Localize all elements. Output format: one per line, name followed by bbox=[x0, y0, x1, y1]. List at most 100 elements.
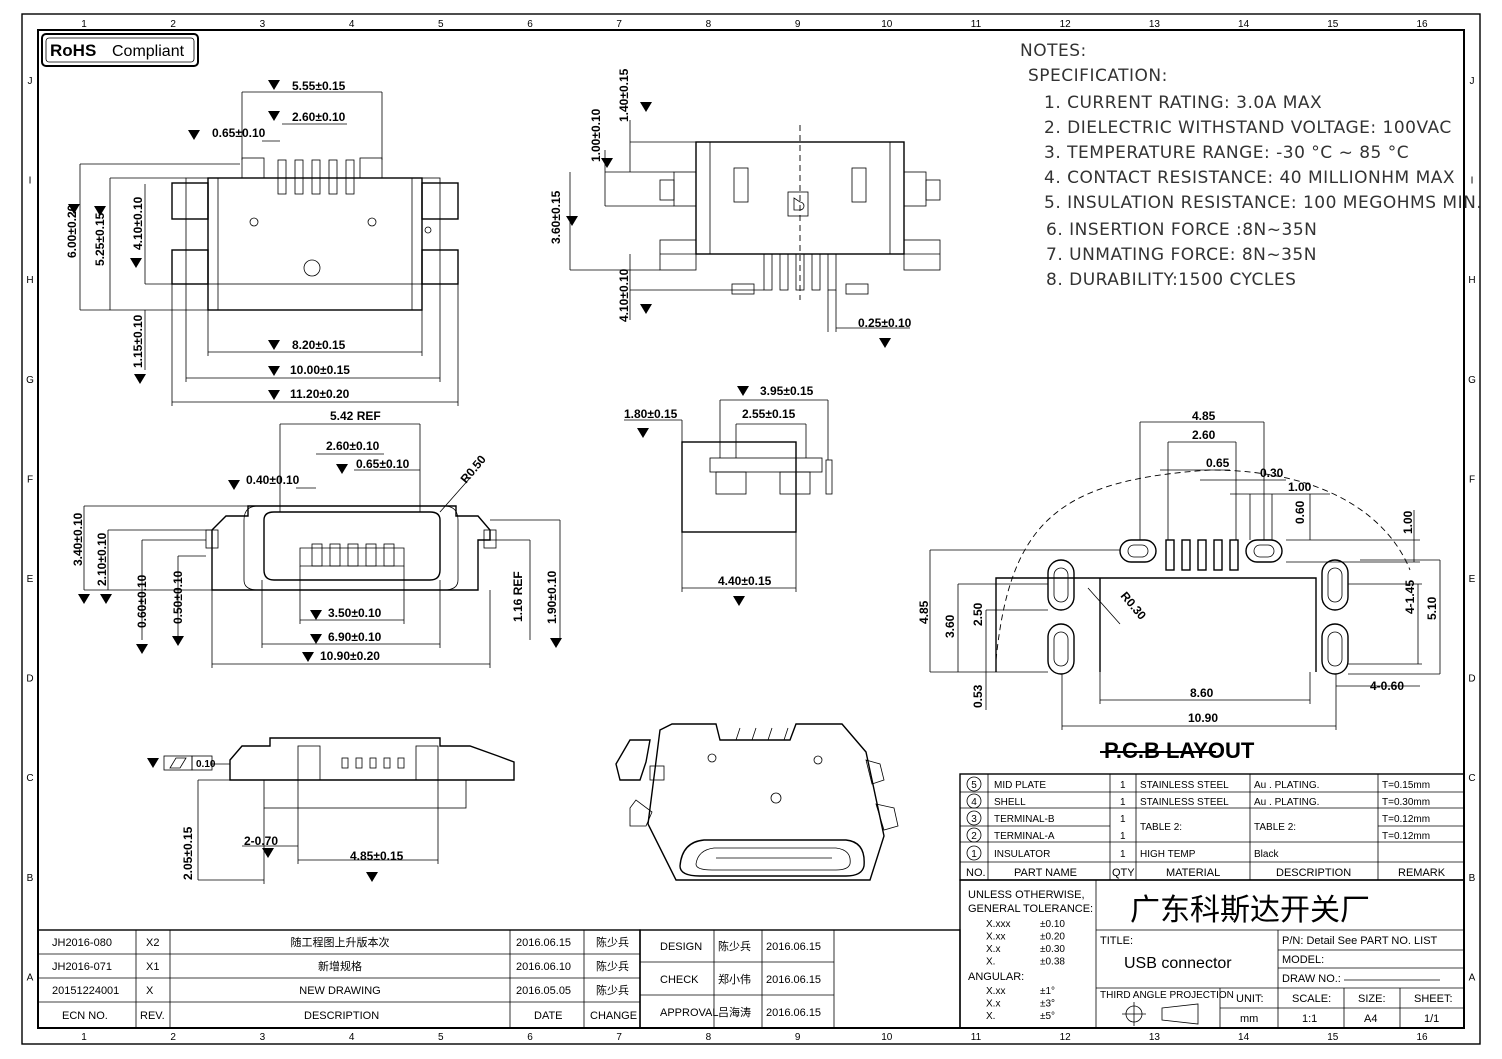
note-item: 6. INSERTION FORCE :8N~35N bbox=[1046, 220, 1317, 240]
part-number: P/N: Detail See PART NO. LIST bbox=[1282, 935, 1438, 947]
grid-col-bottom: 12 bbox=[1060, 1032, 1072, 1043]
bom-description: Au . PLATING. bbox=[1254, 780, 1319, 791]
tol-ang-label: X. bbox=[986, 1011, 995, 1022]
dim-0-10: 0.10 bbox=[196, 759, 216, 770]
dim-0-50: 0.50±0.10 bbox=[171, 570, 185, 624]
rohs-text: RoHS bbox=[50, 41, 96, 60]
dim-0-65: 0.65±0.10 bbox=[212, 126, 266, 140]
bom-material: STAINLESS STEEL bbox=[1140, 797, 1229, 808]
grid-col-top: 16 bbox=[1416, 19, 1428, 30]
grid-col-top: 7 bbox=[616, 19, 622, 30]
grid-col-bottom: 9 bbox=[795, 1032, 801, 1043]
front-view: 5.42 REF 2.60±0.10 0.65±0.10 0.40±0.10 R… bbox=[71, 409, 562, 668]
isometric-view bbox=[615, 723, 899, 881]
grid-row-right: G bbox=[1468, 375, 1476, 386]
approval-role: APPROVAL bbox=[660, 1007, 719, 1019]
bom-material: TABLE 2: bbox=[1140, 822, 1182, 833]
bom-remark: T=0.15mm bbox=[1382, 780, 1430, 791]
rev-header-desc: DESCRIPTION bbox=[304, 1010, 379, 1022]
bom-remark: T=0.12mm bbox=[1382, 831, 1430, 842]
grid-col-top: 14 bbox=[1238, 19, 1250, 30]
notes-block: NOTES: SPECIFICATION: 1. CURRENT RATING:… bbox=[1020, 41, 1482, 290]
note-item: 3. TEMPERATURE RANGE: -30 °C ~ 85 °C bbox=[1044, 143, 1409, 163]
rev-ecn: JH2016-071 bbox=[52, 961, 112, 973]
grid-row-right: D bbox=[1468, 674, 1475, 685]
grid-col-bottom: 6 bbox=[527, 1032, 533, 1043]
bom-header-qty: QTY bbox=[1112, 867, 1135, 879]
approval-date: 2016.06.15 bbox=[766, 1007, 821, 1019]
dim-5-25: 5.25±0.15 bbox=[93, 212, 107, 266]
rev-header-rev: REV. bbox=[140, 1010, 165, 1022]
grid-row-right: J bbox=[1470, 76, 1475, 87]
bom-part-name: INSULATOR bbox=[994, 849, 1050, 860]
small-side-view: 3.95±0.15 1.80±0.15 2.55±0.15 4.40±0.15 bbox=[624, 384, 833, 606]
grid-col-bottom: 10 bbox=[881, 1032, 893, 1043]
dim-10-90: 10.90±0.20 bbox=[320, 649, 380, 663]
grid-col-top: 13 bbox=[1149, 19, 1161, 30]
tol-ang-value: ±3° bbox=[1040, 999, 1055, 1010]
grid-row-right: B bbox=[1469, 873, 1476, 884]
dim-2-60-front: 2.60±0.10 bbox=[326, 439, 380, 453]
size-label: SIZE: bbox=[1358, 993, 1386, 1005]
grid-row-left: E bbox=[27, 574, 34, 585]
tol-ang-label: X.xx bbox=[986, 986, 1005, 997]
rev-change: 陈少兵 bbox=[596, 935, 629, 949]
pcb-dim-1-00: 1.00 bbox=[1288, 480, 1312, 494]
dim-3-60: 3.60±0.15 bbox=[549, 190, 563, 244]
dim-3-40: 3.40±0.10 bbox=[71, 512, 85, 566]
top-view: 5.55±0.15 2.60±0.10 0.65±0.10 6.00±0.20 … bbox=[65, 79, 459, 406]
tol-ang-label: X.x bbox=[986, 999, 1000, 1010]
bom-qty: 1 bbox=[1120, 814, 1126, 825]
tol-lin-value: ±0.38 bbox=[1040, 957, 1065, 968]
bom-part-name: MID PLATE bbox=[994, 780, 1046, 791]
bom-no: 4 bbox=[971, 797, 977, 808]
grid-row-left: J bbox=[28, 76, 33, 87]
grid-col-bottom: 13 bbox=[1149, 1032, 1161, 1043]
pcb-dim-5-10: 5.10 bbox=[1425, 596, 1439, 620]
pcb-dim-0-60: 0.60 bbox=[1293, 500, 1307, 524]
approval-role: CHECK bbox=[660, 974, 699, 986]
grid-col-top: 9 bbox=[795, 19, 801, 30]
dim-10-00: 10.00±0.15 bbox=[290, 363, 350, 377]
rev-date: 2016.06.15 bbox=[516, 937, 571, 949]
unit-value: mm bbox=[1240, 1013, 1258, 1025]
dim-2-60: 2.60±0.10 bbox=[292, 110, 346, 124]
grid-row-left: A bbox=[27, 972, 34, 983]
grid-col-top: 4 bbox=[349, 19, 355, 30]
dim-4-85-bottom: 4.85±0.15 bbox=[350, 849, 404, 863]
bom-no: 5 bbox=[971, 780, 977, 791]
dim-2-55: 2.55±0.15 bbox=[742, 407, 796, 421]
grid-col-bottom: 14 bbox=[1238, 1032, 1250, 1043]
item-number-circle bbox=[966, 827, 982, 843]
draw-no-label: DRAW NO.: bbox=[1282, 973, 1341, 985]
bom-part-name: TERMINAL-A bbox=[994, 831, 1055, 842]
rev-rev: X2 bbox=[146, 937, 159, 949]
note-item: 5. INSULATION RESISTANCE: 100 MEGOHMS MI… bbox=[1044, 193, 1482, 213]
bom-part-name: SHELL bbox=[994, 797, 1026, 808]
scale-value: 1:1 bbox=[1302, 1013, 1317, 1025]
bom-no: 2 bbox=[971, 831, 977, 842]
tol-lin-value: ±0.10 bbox=[1040, 919, 1065, 930]
pcb-dim-2-60: 2.60 bbox=[1192, 428, 1216, 442]
notes-title: NOTES: bbox=[1020, 41, 1087, 61]
pcb-dim-8-60: 8.60 bbox=[1190, 686, 1214, 700]
bom-description: Au . PLATING. bbox=[1254, 797, 1319, 808]
pcb-dim-0-30: 0.30 bbox=[1260, 466, 1284, 480]
grid-col-top: 12 bbox=[1060, 19, 1072, 30]
grid-col-bottom: 7 bbox=[616, 1032, 622, 1043]
bom-no: 3 bbox=[971, 814, 977, 825]
tol-ang-value: ±1° bbox=[1040, 986, 1055, 997]
grid-row-right: A bbox=[1469, 972, 1476, 983]
grid-col-top: 15 bbox=[1327, 19, 1339, 30]
note-item: 2. DIELECTRIC WITHSTAND VOLTAGE: 100VAC bbox=[1044, 118, 1452, 138]
pcb-dim-2-50: 2.50 bbox=[971, 602, 985, 626]
dim-4-40: 4.40±0.15 bbox=[718, 574, 772, 588]
rev-desc: 随工程图上升版本次 bbox=[291, 935, 390, 949]
rev-rev: X1 bbox=[146, 961, 159, 973]
grid-row-left: G bbox=[26, 375, 34, 386]
tol-ang-value: ±5° bbox=[1040, 1011, 1055, 1022]
dim-1-15: 1.15±0.10 bbox=[131, 314, 145, 368]
dim-3-95: 3.95±0.15 bbox=[760, 384, 814, 398]
